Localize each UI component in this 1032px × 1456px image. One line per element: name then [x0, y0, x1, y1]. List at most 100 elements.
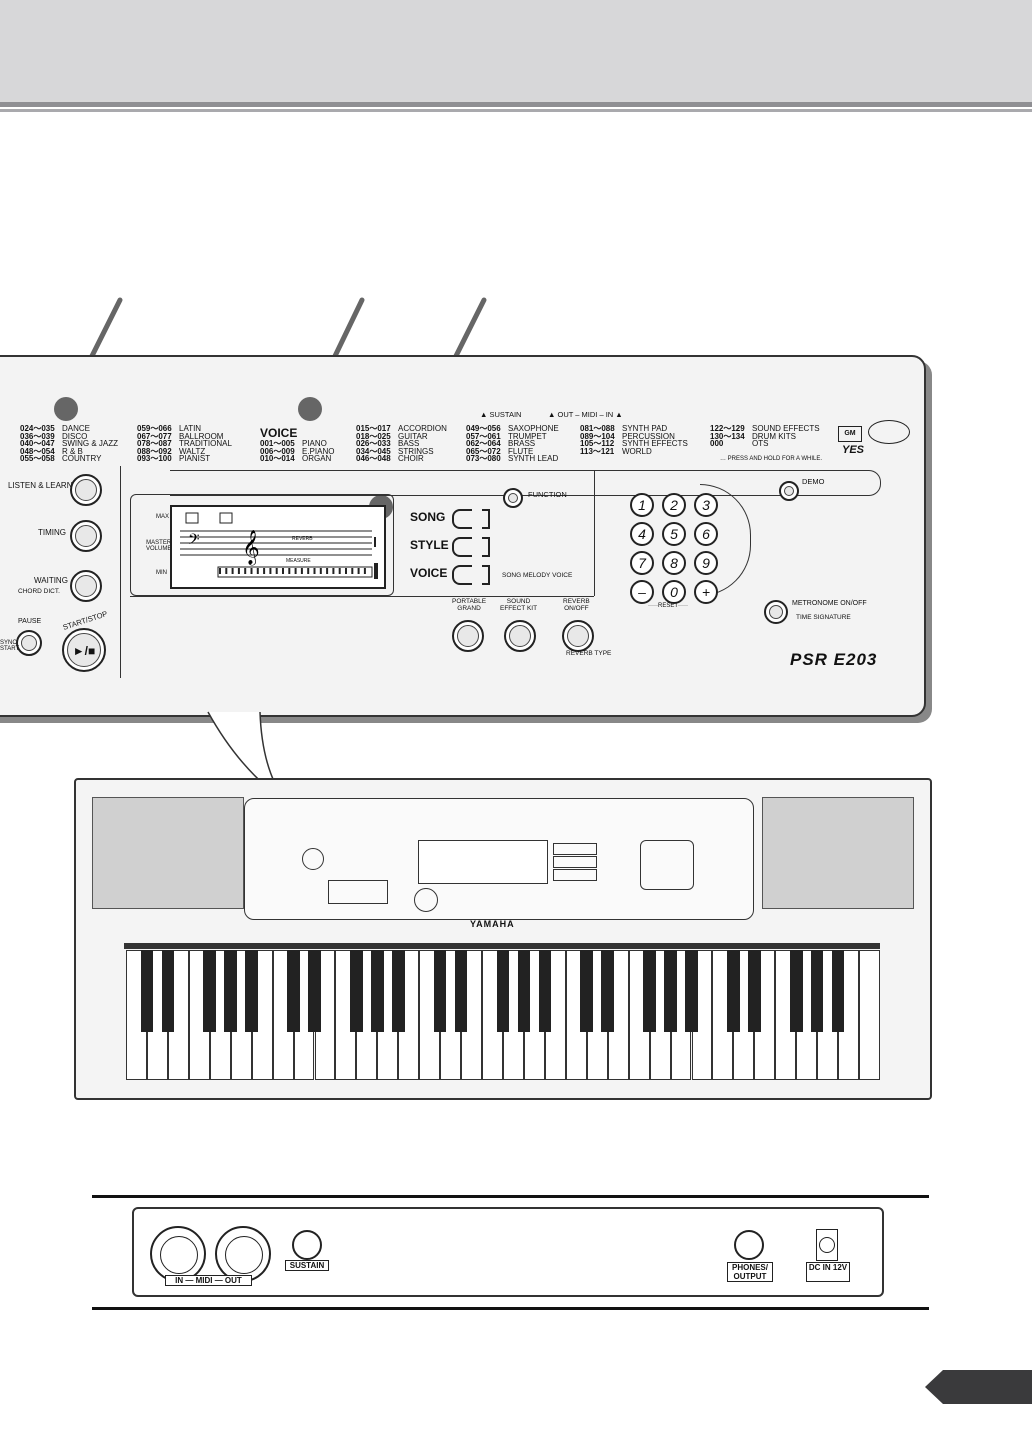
number-key-+[interactable]: +	[694, 580, 718, 604]
black-key	[161, 950, 175, 1032]
number-key-4[interactable]: 4	[630, 522, 654, 546]
listen-learn-label: LISTEN & LEARN	[8, 481, 73, 490]
portable-grand-button[interactable]	[452, 620, 484, 652]
control-panel-closeup	[0, 355, 926, 717]
mini-song-button	[553, 843, 597, 855]
number-key-6[interactable]: 6	[694, 522, 718, 546]
reverb-onoff-label: REVERB ON/OFF	[563, 598, 590, 612]
number-key-3[interactable]: 3	[694, 493, 718, 517]
function-button[interactable]	[503, 488, 523, 508]
voice-category-name: DANCE	[62, 424, 91, 433]
waiting-label: WAITING	[34, 576, 68, 585]
style-button-bracket	[452, 537, 472, 557]
lcd-key	[263, 568, 266, 574]
svg-text:𝄞: 𝄞	[242, 530, 260, 566]
speaker-right	[762, 797, 914, 909]
rear-top-rule	[92, 1195, 929, 1198]
voice-number-range: 105～112	[580, 439, 615, 449]
listen-learn-button[interactable]	[70, 474, 102, 506]
chord-dict-label: CHORD DICT.	[18, 588, 60, 595]
mini-song-buttons	[328, 880, 388, 904]
midi-label: IN — MIDI — OUT	[165, 1275, 252, 1286]
mini-keypad	[640, 840, 694, 890]
black-key	[433, 950, 447, 1032]
number-key-2[interactable]: 2	[662, 493, 686, 517]
voice-category-name: GUITAR	[398, 431, 428, 441]
lcd-key	[244, 568, 247, 574]
song-melody-voice-label: SONG MELODY VOICE	[502, 572, 573, 579]
lcd-staff: 𝄢 𝄞	[180, 512, 378, 579]
reverb-onoff-button[interactable]	[562, 620, 594, 652]
lcd-key	[250, 568, 253, 574]
lcd-key	[351, 568, 354, 574]
song-category[interactable]: SONG	[402, 506, 492, 529]
number-key-7[interactable]: 7	[630, 551, 654, 575]
time-signature-label: TIME SIGNATURE	[796, 614, 851, 621]
timing-button[interactable]	[70, 520, 102, 552]
mini-style-button	[553, 856, 597, 868]
voice-number-range: 040～047	[20, 439, 55, 449]
voice-category-name: PIANIST	[179, 454, 211, 464]
mini-start-button	[414, 888, 438, 912]
number-key-1[interactable]: 1	[630, 493, 654, 517]
header-band	[0, 0, 1032, 102]
pause-button[interactable]	[16, 630, 42, 656]
voice-number-range: 018～025	[356, 431, 391, 441]
gm-logo: GM	[838, 426, 862, 442]
number-key-0[interactable]: 0	[662, 580, 686, 604]
song-button-bracket	[452, 509, 472, 529]
black-key	[454, 950, 468, 1032]
voice-category[interactable]: VOICE	[402, 562, 492, 585]
voice-number-range: 015～017	[356, 424, 391, 433]
number-key-–[interactable]: –	[630, 580, 654, 604]
metronome-button[interactable]	[764, 600, 788, 624]
voice-number-range: 000	[710, 439, 724, 449]
sound-effect-kit-button[interactable]	[504, 620, 536, 652]
number-key-8[interactable]: 8	[662, 551, 686, 575]
voice-number-range: 065～072	[466, 446, 501, 456]
number-key-9[interactable]: 9	[694, 551, 718, 575]
lcd-key	[338, 568, 341, 574]
lcd-key	[275, 568, 278, 574]
portable-grand-label: PORTABLE GRAND	[452, 598, 487, 612]
mini-lcd	[418, 840, 548, 884]
lcd-key	[313, 568, 316, 574]
voice-number-range: 093～100	[137, 454, 172, 464]
rear-bottom-rule	[92, 1307, 929, 1310]
style-category[interactable]: STYLE	[402, 534, 492, 557]
voice-category-name: BRASS	[508, 439, 536, 449]
demo-button[interactable]	[779, 481, 799, 501]
voice-number-range: 006～009	[260, 446, 295, 456]
midi-marker: ▲ OUT – MIDI – IN ▲	[548, 410, 623, 419]
demo-label: DEMO	[802, 477, 825, 486]
voice-number-range: 048～054	[20, 446, 55, 456]
number-key-5[interactable]: 5	[662, 522, 686, 546]
black-key	[685, 950, 698, 1032]
function-label: FUNCTION	[528, 490, 567, 499]
waiting-button[interactable]	[70, 570, 102, 602]
black-key	[140, 950, 154, 1032]
voice-category-name: BALLROOM	[179, 431, 224, 441]
lcd-key	[300, 568, 303, 574]
lcd-key	[231, 568, 234, 574]
model-logo: PSR E203	[790, 650, 878, 669]
midi-in-jack	[150, 1226, 206, 1282]
start-stop-button[interactable]: ►/■	[62, 628, 106, 672]
black-key	[517, 950, 531, 1032]
display-frame	[130, 494, 394, 596]
voice-category-name: TRUMPET	[508, 431, 547, 441]
